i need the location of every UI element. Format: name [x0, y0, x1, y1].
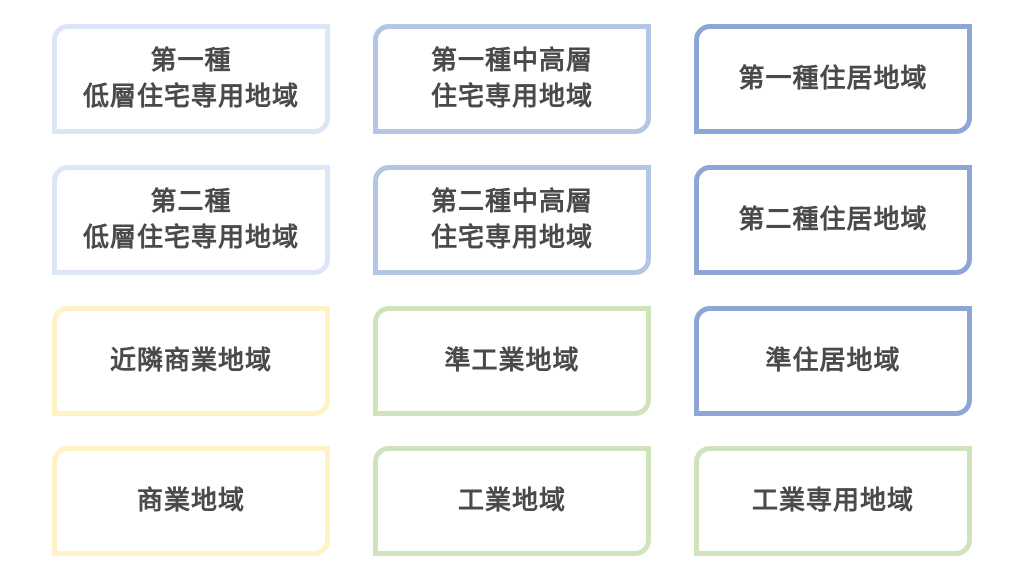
zone-label-line-1: 第二種住居地域 [738, 205, 928, 235]
zone-label: 第二種住居地域 [738, 202, 927, 238]
zone-box-neighborhood-commercial: 近隣商業地域 [52, 306, 330, 416]
zone-box-exclusive-industrial: 工業専用地域 [694, 446, 972, 556]
zone-box-quasi-residential: 準住居地域 [694, 306, 972, 416]
zone-box-category-1-residential: 第一種住居地域 [694, 24, 972, 134]
zone-label: 第一種住居地域 [738, 61, 927, 97]
zone-label: 工業専用地域 [752, 483, 914, 519]
zone-box-industrial: 工業地域 [373, 446, 651, 556]
zone-label-line-1: 工業地域 [457, 486, 566, 516]
zone-box-category-1-mid-high-rise: 第一種中高層 住宅専用地域 [373, 24, 651, 134]
zone-box-quasi-industrial: 準工業地域 [373, 306, 651, 416]
zone-box-category-2-low-rise: 第二種 低層住宅専用地域 [52, 165, 330, 275]
zone-label: 第一種中高層 住宅専用地域 [431, 43, 593, 115]
zone-label-line-2: 住宅専用地域 [430, 223, 593, 253]
zone-label-line-1: 準工業地域 [444, 346, 580, 376]
zone-label: 商業地域 [137, 483, 245, 519]
zone-box-category-2-residential: 第二種住居地域 [694, 165, 972, 275]
zone-label-line-1: 商業地域 [136, 486, 245, 516]
zone-label-line-1: 第一種 [150, 46, 232, 76]
zone-label-line-2: 低層住宅専用地域 [82, 223, 299, 253]
zone-label-line-2: 住宅専用地域 [430, 82, 593, 112]
zone-label: 第二種 低層住宅専用地域 [83, 184, 299, 256]
zone-box-commercial: 商業地域 [52, 446, 330, 556]
zone-box-category-1-low-rise: 第一種 低層住宅専用地域 [52, 24, 330, 134]
zone-label-line-1: 第一種中高層 [430, 46, 593, 76]
zone-label: 近隣商業地域 [110, 343, 272, 379]
zone-label: 工業地域 [458, 483, 566, 519]
zone-label: 準工業地域 [444, 343, 579, 379]
zone-label-line-2: 低層住宅専用地域 [82, 82, 299, 112]
zone-label: 第二種中高層 住宅専用地域 [431, 184, 593, 256]
zone-box-category-2-mid-high-rise: 第二種中高層 住宅専用地域 [373, 165, 651, 275]
zone-label-line-1: 第一種住居地域 [738, 64, 928, 94]
zone-label-line-1: 近隣商業地域 [109, 346, 272, 376]
zone-label-line-1: 第二種 [150, 187, 232, 217]
zone-label-line-1: 工業専用地域 [751, 486, 914, 516]
zone-label-line-1: 準住居地域 [765, 346, 901, 376]
zone-label-line-1: 第二種中高層 [430, 187, 593, 217]
zone-label: 第一種 低層住宅専用地域 [83, 43, 299, 115]
zone-label: 準住居地域 [765, 343, 900, 379]
